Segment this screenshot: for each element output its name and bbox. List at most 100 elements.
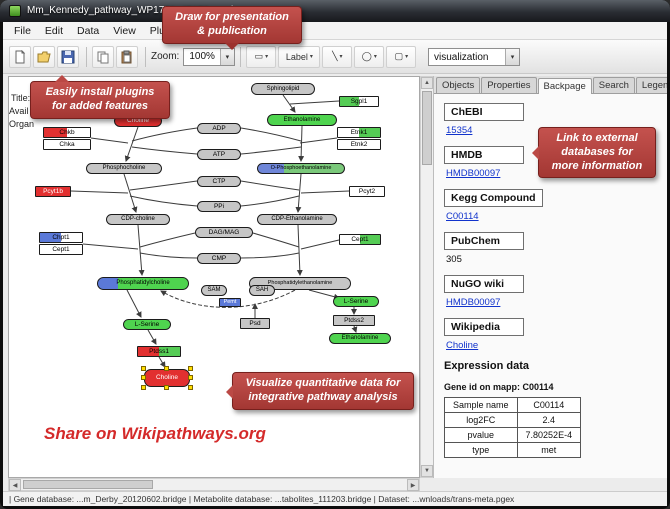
vertical-scroll-thumb[interactable] [422, 91, 432, 165]
title-bar[interactable]: Mm_Kennedy_pathway_WP1771_45176.gpml [0, 0, 670, 22]
node-phosphatidylethanolamine-24[interactable]: Phosphatidylethanolamine [249, 277, 351, 290]
nugo-wiki-value[interactable]: HMDB00097 [446, 297, 501, 308]
selection-handle-w[interactable] [141, 375, 146, 380]
label-tool-button[interactable]: Label ▾ [278, 45, 321, 68]
node-cmp-22[interactable]: CMP [197, 253, 241, 264]
paste-icon [121, 50, 132, 63]
menu-data[interactable]: Data [77, 24, 100, 37]
tab-objects[interactable]: Objects [436, 77, 481, 93]
node-sam-25[interactable]: SAM [201, 285, 227, 296]
node-dag-mag-18[interactable]: DAG/MAG [195, 227, 253, 238]
node-phosphocholine-10[interactable]: Phosphocholine [86, 163, 162, 174]
save-button[interactable] [57, 45, 79, 68]
node-pemt-27[interactable]: Pemt [219, 298, 241, 307]
node-ptdss2-30[interactable]: Ptdss2 [333, 315, 375, 326]
node-psd-29[interactable]: Psd [240, 318, 270, 329]
paste-button[interactable] [116, 45, 138, 68]
callout-link: Link to external databases for more info… [532, 127, 656, 179]
node-pcyt2-14[interactable]: Pcyt2 [349, 186, 385, 197]
node-choline-34[interactable]: Choline [141, 366, 193, 390]
open-file-button[interactable] [33, 45, 55, 68]
new-file-button[interactable] [9, 45, 31, 68]
node-ptdss1-33[interactable]: Ptdss1 [137, 346, 181, 357]
zoom-value: 100% [189, 51, 215, 62]
selection-handle-s[interactable] [164, 385, 169, 390]
line-tool-button[interactable]: ╲ ▾ [322, 45, 353, 68]
wikipedia-value[interactable]: Choline [446, 340, 479, 351]
node-atp-9[interactable]: ATP [197, 149, 241, 160]
selection-tool-button[interactable]: ▭ ▾ [246, 45, 277, 68]
selection-handle-ne[interactable] [188, 366, 193, 371]
node-sah-26[interactable]: SAH [249, 285, 275, 296]
status-text: | Gene database: ...m_Derby_20120602.bri… [9, 494, 515, 504]
label-tool-icon: Label [285, 51, 308, 62]
pubchem-header: PubChem [444, 232, 524, 250]
menu-edit[interactable]: Edit [44, 24, 64, 37]
node-ctp-12[interactable]: CTP [197, 176, 241, 187]
tab-legend[interactable]: Legend [635, 77, 667, 93]
node-o-phosphoethanolamine-11[interactable]: O-Phosphoethanolamine [257, 163, 345, 174]
node-sphingolipid-0[interactable]: Sphingolipid [251, 83, 315, 95]
node-pcyt1b-13[interactable]: Pcyt1b [35, 186, 71, 197]
node-sgpl1-1[interactable]: Sgpl1 [339, 96, 379, 107]
node-l-serine-31[interactable]: L-Serine [123, 319, 171, 330]
node-etnk1-7[interactable]: Etnk1 [337, 127, 381, 138]
scroll-down-icon[interactable]: ▼ [421, 465, 433, 477]
visualization-combobox[interactable]: visualization ▾ [428, 48, 520, 66]
hmdb-header: HMDB [444, 146, 524, 164]
scroll-right-icon[interactable]: ▶ [407, 479, 419, 491]
zoom-dropdown-arrow-icon[interactable]: ▾ [219, 48, 234, 65]
node-cept1-20[interactable]: Cept1 [39, 244, 83, 255]
kegg-compound-value[interactable]: C00114 [446, 211, 479, 222]
menu-view[interactable]: View [113, 24, 136, 37]
zoom-combobox[interactable]: 100% ▾ [183, 47, 236, 66]
callout-plugins: Easily install plugins for added feature… [30, 75, 170, 119]
node-ethanolamine-3[interactable]: Ethanolamine [267, 114, 337, 126]
chevron-down-icon: ▾ [339, 54, 343, 60]
tab-properties[interactable]: Properties [481, 77, 537, 93]
node-cdp-ethanolamine-17[interactable]: CDP-Ethanolamine [257, 214, 337, 225]
copy-button[interactable] [92, 45, 114, 68]
menu-file[interactable]: File [14, 24, 31, 37]
save-icon [61, 50, 75, 63]
visualization-dropdown-arrow-icon[interactable]: ▾ [505, 49, 519, 65]
scroll-left-icon[interactable]: ◀ [9, 479, 21, 491]
toolbar: Zoom: 100% ▾ ▭ ▾ Label ▾ ╲ ▾ ◯ ▾ [3, 40, 667, 74]
selection-handle-nw[interactable] [141, 366, 146, 371]
canvas-availability-label: Avail [9, 106, 29, 116]
vertical-scrollbar[interactable]: ▲ ▼ [420, 76, 434, 478]
selection-handle-e[interactable] [188, 375, 193, 380]
nugo-wiki-header: NuGO wiki [444, 275, 524, 293]
hmdb-value[interactable]: HMDB00097 [446, 168, 501, 179]
node-l-serine-28[interactable]: L-Serine [333, 296, 379, 307]
selection-tool-icon: ▭ [254, 51, 264, 61]
scroll-up-icon[interactable]: ▲ [421, 77, 433, 89]
shape-tool-button[interactable]: ◯ ▾ [354, 45, 385, 68]
tab-search[interactable]: Search [592, 77, 635, 93]
expression-cell-0-1: C00114 [516, 397, 582, 413]
node-phosphatidylcholine-23[interactable]: Phosphatidylcholine [97, 277, 189, 290]
open-folder-icon [37, 51, 51, 62]
kegg-compound-header: Kegg Compound [444, 189, 543, 207]
node-ppi-15[interactable]: PPi [197, 201, 241, 212]
node-etnk2-8[interactable]: Etnk2 [337, 139, 381, 150]
selection-handle-n[interactable] [164, 366, 169, 371]
tab-backpage[interactable]: Backpage [537, 78, 592, 94]
node-adp-4[interactable]: ADP [197, 123, 241, 134]
horizontal-scrollbar[interactable]: ◀ ▶ [8, 478, 420, 491]
selection-handle-se[interactable] [188, 385, 193, 390]
node-chka-6[interactable]: Chka [43, 139, 91, 150]
node-ethanolamine-32[interactable]: Ethanolamine [329, 333, 391, 344]
template-tool-button[interactable]: ▢ ▾ [386, 45, 417, 68]
chebi-value[interactable]: 15354 [446, 125, 473, 136]
node-chkb-5[interactable]: Chkb [43, 127, 91, 138]
node-cdp-choline-16[interactable]: CDP-choline [106, 214, 170, 225]
node-chpt1-19[interactable]: Chpt1 [39, 232, 83, 243]
wikipedia-header: Wikipedia [444, 318, 524, 336]
selection-handle-sw[interactable] [141, 385, 146, 390]
node-cept1-21[interactable]: Cept1 [339, 234, 381, 245]
horizontal-scroll-thumb[interactable] [23, 480, 153, 489]
